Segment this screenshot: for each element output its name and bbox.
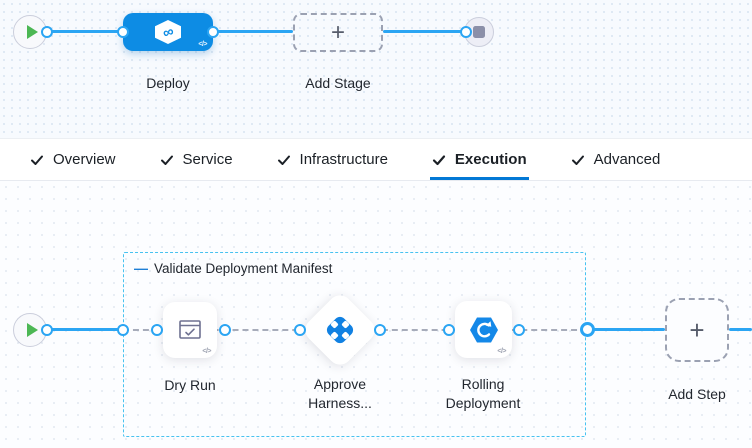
- stage-graph-canvas: ∞ </> Deploy + Add Stage: [0, 0, 752, 138]
- check-icon: [432, 154, 446, 165]
- plus-icon: +: [330, 18, 345, 46]
- tab-advanced[interactable]: Advanced: [569, 139, 663, 180]
- step-group-title: Validate Deployment Manifest: [154, 260, 333, 276]
- stage-label: Deploy: [146, 75, 190, 91]
- code-view-icon[interactable]: </>: [497, 348, 506, 355]
- stage-connector-line: [383, 30, 470, 33]
- tab-execution[interactable]: Execution: [429, 139, 529, 180]
- step-label: Rolling Deployment: [445, 376, 521, 411]
- code-view-icon[interactable]: </>: [198, 41, 207, 48]
- play-icon: [26, 323, 38, 337]
- exec-connector-line: [30, 328, 123, 331]
- cd-stage-icon: ∞: [155, 20, 181, 44]
- stage-node-deploy[interactable]: ∞ </>: [123, 13, 213, 51]
- tab-label: Overview: [53, 151, 116, 168]
- tab-label: Advanced: [593, 151, 661, 168]
- rolling-deployment-icon: [469, 317, 498, 342]
- add-stage-label: Add Stage: [305, 75, 371, 91]
- play-icon: [26, 25, 38, 39]
- exec-connector-line: [729, 328, 752, 331]
- pipeline-start-node[interactable]: [13, 15, 47, 49]
- add-stage-button[interactable]: +: [293, 13, 383, 52]
- tab-infrastructure[interactable]: Infrastructure: [275, 139, 390, 180]
- connector-port[interactable]: [41, 324, 53, 336]
- check-icon: [277, 155, 290, 165]
- collapse-icon[interactable]: —: [134, 260, 148, 276]
- step-label: Dry Run: [164, 377, 216, 393]
- check-icon: [31, 155, 43, 165]
- step-group-header: — Validate Deployment Manifest: [134, 260, 332, 276]
- add-step-button[interactable]: +: [665, 298, 729, 362]
- step-group-container[interactable]: [123, 252, 586, 437]
- plus-icon: +: [689, 315, 705, 345]
- connector-port[interactable]: [513, 324, 525, 336]
- connector-port[interactable]: [207, 26, 219, 38]
- connector-port[interactable]: [117, 26, 129, 38]
- execution-graph-canvas: — Validate Deployment Manifest </> Dry R…: [0, 181, 752, 448]
- approval-icon: [326, 316, 354, 344]
- connector-port[interactable]: [443, 324, 455, 336]
- check-icon: [160, 155, 173, 165]
- tab-label: Service: [182, 151, 233, 168]
- tab-label: Execution: [454, 151, 527, 168]
- add-step-label: Add Step: [668, 386, 726, 402]
- connector-port[interactable]: [219, 324, 231, 336]
- step-label: Approve Harness...: [308, 376, 372, 411]
- tab-overview[interactable]: Overview: [28, 139, 118, 180]
- stage-config-tabbar: Overview Service Infrastructure Executio…: [0, 138, 752, 181]
- dry-run-icon: [179, 320, 201, 339]
- check-icon: [571, 155, 584, 165]
- connector-port[interactable]: [117, 324, 129, 336]
- exec-connector-line: [587, 328, 665, 331]
- connector-port[interactable]: [41, 26, 53, 38]
- code-view-icon[interactable]: </>: [202, 348, 211, 355]
- step-node-dry-run[interactable]: </>: [163, 302, 217, 358]
- connector-port[interactable]: [374, 324, 386, 336]
- tab-label: Infrastructure: [299, 151, 388, 168]
- connector-port[interactable]: [580, 322, 595, 337]
- connector-port[interactable]: [294, 324, 306, 336]
- stop-icon: [473, 26, 485, 38]
- connector-port[interactable]: [151, 324, 163, 336]
- tab-service[interactable]: Service: [158, 139, 235, 180]
- connector-port[interactable]: [460, 26, 472, 38]
- step-node-approve[interactable]: [300, 290, 380, 370]
- step-node-rolling-deployment[interactable]: </>: [455, 301, 512, 358]
